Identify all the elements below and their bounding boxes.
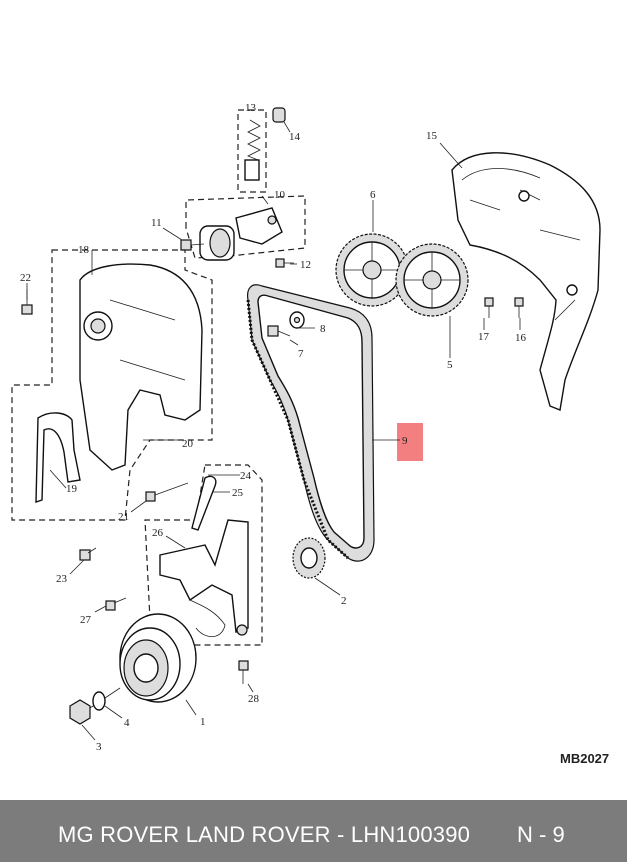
callout-17: 17 (478, 331, 490, 343)
callout-2: 2 (341, 595, 347, 607)
group-18-outline (11, 249, 213, 521)
callout-18: 18 (78, 244, 90, 256)
bolt-16-part (514, 297, 524, 318)
callout-8: 8 (320, 323, 326, 335)
bolt-28-part (238, 660, 249, 684)
bolt-23-part (79, 547, 97, 561)
rear-timing-cover-part (451, 152, 601, 411)
seal-strip-25-part (191, 475, 217, 531)
camshaft-pulley-right-part (395, 243, 469, 317)
callout-21: 21 (118, 511, 129, 523)
footer-bar: MG ROVER LAND ROVER - LHN100390 N - 9 (0, 800, 627, 862)
callout-28: 28 (248, 693, 260, 705)
idler-pulley-part (292, 537, 326, 579)
crankshaft-pulley-part (119, 613, 197, 703)
group-13-outline (237, 109, 267, 193)
bolt-11-part (180, 239, 205, 251)
callout-22: 22 (20, 272, 31, 284)
callout-1: 1 (200, 716, 206, 728)
lower-cover-bracket-part (159, 519, 249, 636)
callout-7: 7 (298, 348, 304, 360)
callout-26: 26 (152, 527, 164, 539)
diagram-code: MB2027 (560, 751, 610, 766)
callout-15: 15 (426, 130, 438, 142)
bolt-12-part (275, 258, 294, 268)
callout-14: 14 (289, 131, 301, 143)
tensioner-assembly-part (199, 207, 283, 261)
callout-13: 13 (245, 102, 257, 114)
callout-24: 24 (240, 470, 252, 482)
callout-23: 23 (56, 573, 68, 585)
callout-25: 25 (232, 487, 244, 499)
callout-labels: 1 2 3 4 5 6 7 8 9 10 11 12 13 14 15 16 1… (20, 102, 527, 753)
bolt-7-part (267, 325, 291, 337)
timing-belt-part (246, 284, 375, 562)
callout-10: 10 (274, 189, 286, 201)
callout-16: 16 (515, 332, 527, 344)
tensioner-spring-part (244, 119, 261, 181)
seal-strip-19-part (35, 412, 81, 503)
callout-6: 6 (370, 189, 376, 201)
leader-lines (26, 121, 521, 741)
callout-4: 4 (124, 717, 130, 729)
callout-5: 5 (447, 359, 453, 371)
callout-9: 9 (402, 435, 408, 447)
callout-27: 27 (80, 614, 92, 626)
callout-3: 3 (96, 741, 102, 753)
callout-11: 11 (151, 217, 162, 229)
callout-12: 12 (300, 259, 311, 271)
callout-20: 20 (182, 438, 194, 450)
lower-backplate-part (189, 599, 226, 638)
bolt-17-part (484, 297, 494, 318)
highlighted-part-marker (397, 423, 423, 461)
upper-front-cover-part (79, 263, 203, 471)
washer-8-part (289, 311, 305, 329)
callout-19: 19 (66, 483, 78, 495)
footer-title: MG ROVER LAND ROVER - LHN100390 (58, 822, 471, 847)
bolt-21-part (145, 482, 189, 502)
footer-code: N - 9 (517, 822, 565, 847)
exploded-parts-diagram: 1 2 3 4 5 6 7 8 9 10 11 12 13 14 15 16 1… (11, 102, 601, 753)
spring-pin-14-part (272, 107, 286, 123)
crank-washer-4-part (92, 691, 106, 711)
bolt-27-part (105, 597, 127, 611)
